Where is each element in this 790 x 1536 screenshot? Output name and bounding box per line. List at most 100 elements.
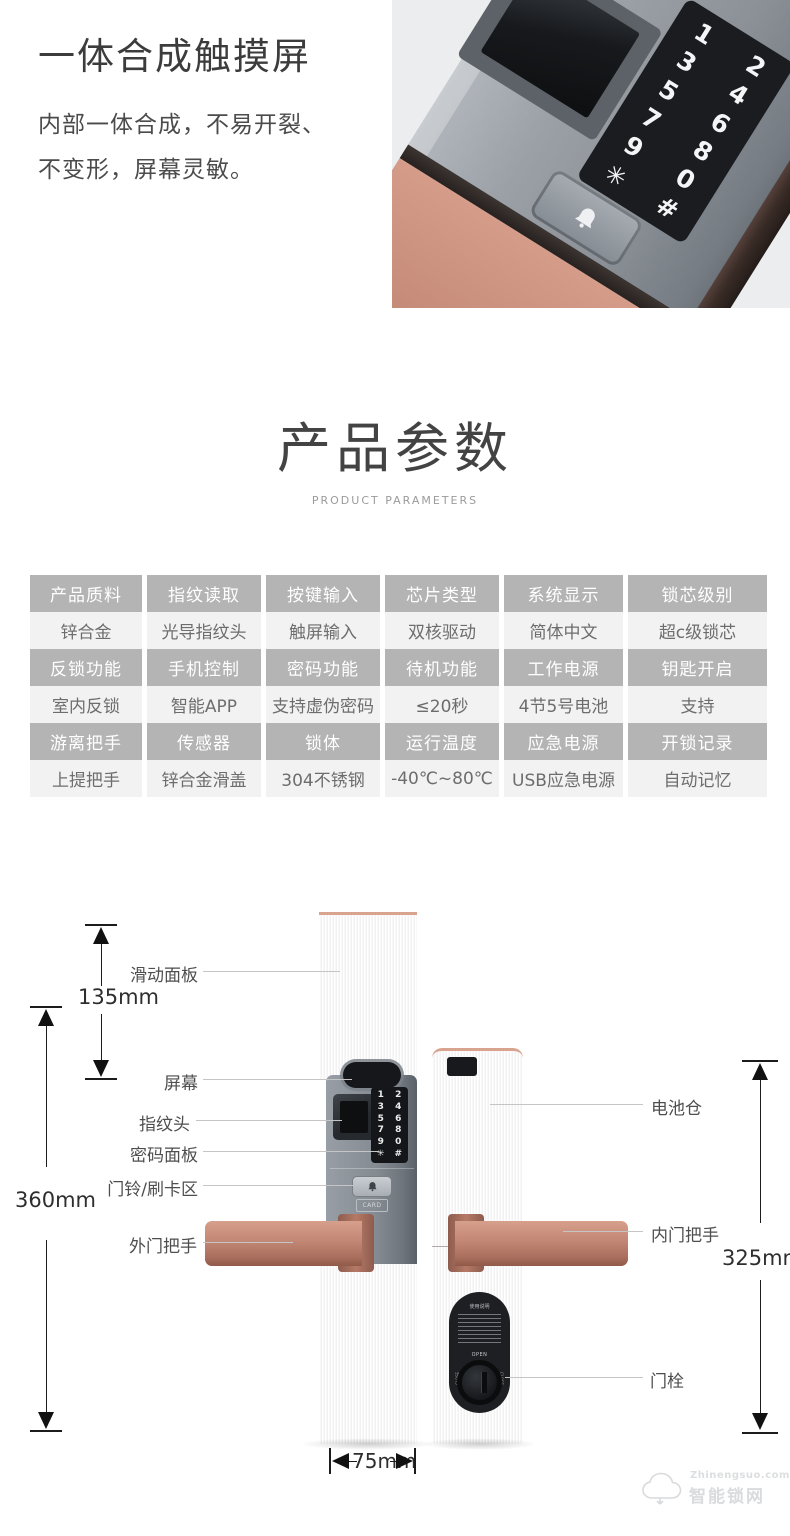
dim325-text: 325mm xyxy=(722,1246,790,1270)
label-bolt: 门栓 xyxy=(650,1372,684,1392)
dim325-top-cap xyxy=(742,1060,778,1062)
leader-bolt xyxy=(505,1377,643,1378)
watermark-text-cn: 智能锁网 xyxy=(689,1487,765,1507)
spec-value-cell: 支持 xyxy=(628,686,767,723)
spec-table: 产品质料指纹读取按键输入芯片类型系统显示锁芯级别锌合金光导指纹头触屏输入双核驱动… xyxy=(30,575,767,797)
spec-value-cell: 室内反锁 xyxy=(30,686,142,723)
bolt-panel-instructions xyxy=(458,1314,501,1346)
dim135-down-arrow xyxy=(93,1060,109,1077)
hero-description: 内部一体合成，不易开裂、 不变形，屏幕灵敏。 xyxy=(38,103,326,193)
diagram-outer-handle xyxy=(205,1221,362,1266)
watermark-text-en: Zhinengsuo.com xyxy=(690,1470,790,1481)
dim75-right-cap xyxy=(414,1448,416,1474)
diagram-bolt-panel: 使用说明 OPEN CLOSE CLOSE xyxy=(449,1292,510,1413)
keypad-key: ✳ xyxy=(376,1148,385,1159)
keypad-key: 9 xyxy=(618,130,649,165)
spec-header-cell: 芯片类型 xyxy=(385,575,499,612)
dim360-top-cap xyxy=(30,1006,62,1008)
spec-header-cell: 开锁记录 xyxy=(628,723,767,760)
dim75-line-left xyxy=(349,1461,357,1462)
outer-lock-shadow xyxy=(300,1438,435,1450)
spec-header-cell: 应急电源 xyxy=(504,723,623,760)
bell-icon xyxy=(367,1182,377,1192)
bolt-panel-title: 使用说明 xyxy=(469,1304,490,1310)
keypad-key: 7 xyxy=(636,102,667,136)
spec-value-cell: 智能APP xyxy=(147,686,261,723)
spec-value-cell: 4节5号电池 xyxy=(504,686,623,723)
leader-keypad-panel xyxy=(203,1151,379,1152)
keypad-key: 2 xyxy=(740,49,771,84)
keypad-key: 6 xyxy=(705,106,736,140)
hero-desc-line1: 内部一体合成，不易开裂、 xyxy=(38,112,326,138)
hero-fingerprint-glass xyxy=(480,0,641,119)
label-doorbell-card: 门铃/刷卡区 xyxy=(107,1180,198,1200)
keypad-key: 9 xyxy=(377,1136,384,1147)
keypad-key: 5 xyxy=(377,1113,384,1124)
dim360-bottom-cap xyxy=(30,1430,62,1432)
bolt-knob xyxy=(457,1360,502,1405)
spec-header-cell: 产品质料 xyxy=(30,575,142,612)
spec-header-cell: 工作电源 xyxy=(504,649,623,686)
spec-value-cell: ≤20秒 xyxy=(385,686,499,723)
keypad-key: 6 xyxy=(395,1113,402,1124)
label-battery: 电池仓 xyxy=(651,1099,702,1119)
keypad-key: 1 xyxy=(377,1090,384,1101)
watermark-cloud-icon xyxy=(642,1472,682,1505)
dim360-down-arrow xyxy=(38,1412,54,1429)
diagram-fingerprint-reader xyxy=(333,1094,377,1140)
spec-header-cell: 反锁功能 xyxy=(30,649,142,686)
keypad-key: ✳ xyxy=(599,157,633,194)
spec-header-cell: 待机功能 xyxy=(385,649,499,686)
dim325-line-bottom xyxy=(760,1280,761,1413)
spec-header-cell: 锁芯级别 xyxy=(628,575,767,612)
diagram-slide-panel xyxy=(319,912,417,1079)
spec-value-cell: USB应急电源 xyxy=(504,760,623,797)
leader-outer-handle xyxy=(203,1242,293,1243)
dim75-left-arrow xyxy=(332,1453,349,1469)
dim75-right-arrow xyxy=(396,1453,413,1469)
keypad-key: # xyxy=(650,190,685,226)
spec-header-cell: 钥匙开启 xyxy=(628,649,767,686)
spec-header-cell: 指纹读取 xyxy=(147,575,261,612)
leader-fingerprint xyxy=(196,1120,342,1121)
diagram-screen xyxy=(343,1062,401,1088)
keypad-key: # xyxy=(394,1148,403,1159)
hero-title: 一体合成触摸屏 xyxy=(38,35,311,78)
spec-header-cell: 手机控制 xyxy=(147,649,261,686)
dim325-down-arrow xyxy=(752,1413,768,1430)
dim325-up-arrow xyxy=(752,1063,768,1080)
bell-icon xyxy=(575,208,595,229)
spec-header-cell: 锁体 xyxy=(266,723,380,760)
bolt-knob-slot xyxy=(481,1372,487,1393)
dim135-bottom-cap xyxy=(85,1078,117,1080)
dim360-up-arrow xyxy=(38,1009,54,1026)
diagram-fingerprint-glass xyxy=(340,1101,368,1133)
label-inner-handle: 内门把手 xyxy=(651,1226,719,1246)
leader-screen xyxy=(203,1079,352,1080)
dim360-text: 360mm xyxy=(15,1188,96,1212)
leader-doorbell-card xyxy=(203,1185,353,1186)
spec-value-cell: 超c级锁芯 xyxy=(628,612,767,649)
keypad-key: 0 xyxy=(670,162,701,197)
spec-header-cell: 系统显示 xyxy=(504,575,623,612)
dim135-line-bottom xyxy=(101,1014,102,1060)
keypad-key: 7 xyxy=(377,1125,384,1136)
diagram-card-area: CARD xyxy=(356,1199,388,1212)
dim135-up-arrow xyxy=(93,927,109,944)
spec-value-cell: 光导指纹头 xyxy=(147,612,261,649)
spec-value-cell: 支持虚伪密码 xyxy=(266,686,380,723)
diagram-battery-sensor-window xyxy=(447,1057,477,1076)
label-keypad-panel: 密码面板 xyxy=(130,1146,198,1166)
diagram-module-divider xyxy=(330,1168,414,1175)
spec-value-cell: 自动记忆 xyxy=(628,760,767,797)
keypad-key: 3 xyxy=(671,45,702,80)
leader-slide-panel xyxy=(203,971,340,972)
spec-header-cell: 游离把手 xyxy=(30,723,142,760)
section-subtitle: PRODUCT PARAMETERS xyxy=(311,494,479,507)
dim325-line-top xyxy=(760,1080,761,1223)
hero-doorbell-button xyxy=(527,167,645,269)
dim75-left-cap xyxy=(329,1448,331,1474)
